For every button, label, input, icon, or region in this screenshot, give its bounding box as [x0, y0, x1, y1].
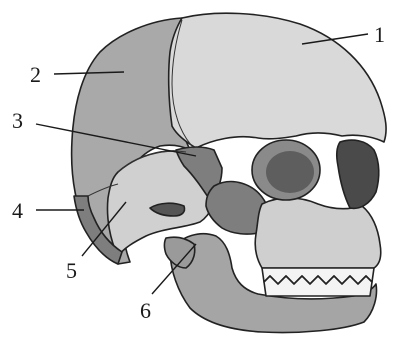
frontal-bone — [169, 13, 386, 148]
label-3: 3 — [12, 108, 23, 133]
label-5: 5 — [66, 258, 77, 283]
nasal-cavity — [337, 140, 379, 208]
label-1: 1 — [374, 22, 385, 47]
orbit-inner — [266, 151, 314, 193]
label-4: 4 — [12, 198, 23, 223]
label-6: 6 — [140, 298, 151, 323]
maxilla — [255, 198, 381, 268]
label-2: 2 — [30, 62, 41, 87]
